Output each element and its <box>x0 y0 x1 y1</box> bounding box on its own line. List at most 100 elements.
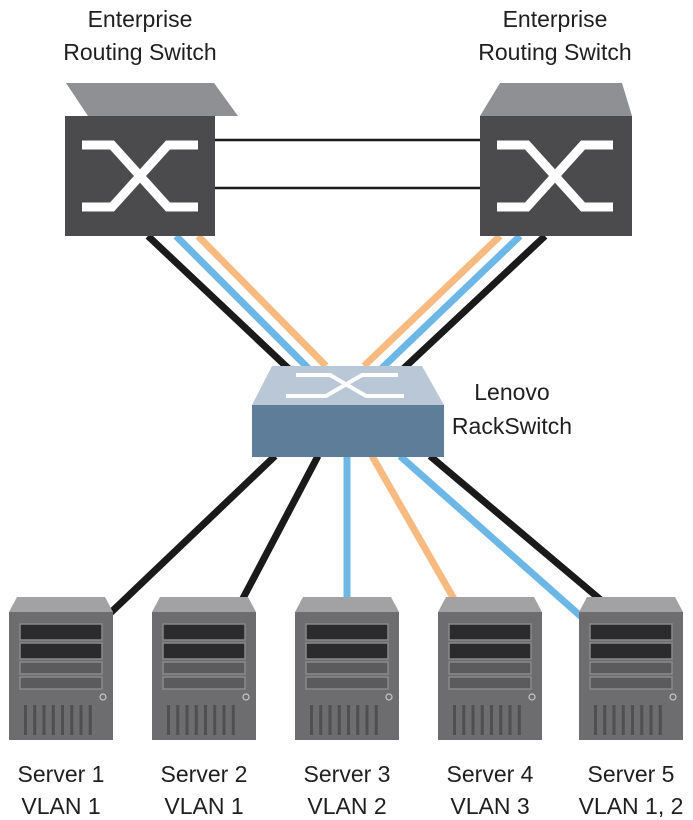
server-3-label: Server 3 <box>304 761 391 787</box>
server-vent-slot <box>612 705 616 735</box>
link-right-router-black <box>399 233 548 373</box>
link-server2-black <box>236 454 322 606</box>
router-left-label-line2: Routing Switch <box>63 39 216 65</box>
server-drive-bay <box>589 676 673 690</box>
server-vent-slot <box>649 705 653 735</box>
enterprise-routing-switch-left <box>65 83 238 236</box>
server-4-tower <box>438 597 542 740</box>
link-left-router-black <box>145 233 293 373</box>
server-drive-bay <box>589 661 673 675</box>
server-vent-slot <box>88 705 92 735</box>
server-vent-slot <box>231 705 235 735</box>
server-vent-slot <box>356 705 360 735</box>
link-right-router-blue <box>379 233 523 371</box>
server-2-label: Server 2 <box>161 761 248 787</box>
router-top-face <box>66 83 238 116</box>
router-x-icon <box>82 140 198 212</box>
server-top-face <box>579 597 683 612</box>
server-drive-bay <box>448 642 532 660</box>
server-vent-slot <box>310 705 313 735</box>
link-server5-blue <box>397 453 588 623</box>
link-left-router-blue <box>173 233 311 371</box>
server-vent-slots <box>24 705 92 735</box>
server-vent-slot <box>33 705 37 735</box>
server-top-face <box>9 597 113 612</box>
server-drive-bay <box>305 661 389 675</box>
server-vent-slot <box>328 705 332 735</box>
server-top-face <box>152 597 256 612</box>
server-drive-bay <box>448 623 532 641</box>
server-5-vlan: VLAN 1, 2 <box>579 793 684 819</box>
rackswitch-label-line2: RackSwitch <box>452 413 572 439</box>
power-led-icon <box>242 693 250 701</box>
server-vent-slot <box>70 705 74 735</box>
server-vent-slot <box>213 705 217 735</box>
server-drive-bay <box>19 642 103 660</box>
server-drive-bay <box>19 623 103 641</box>
power-led-icon <box>385 693 393 701</box>
server-vent-slot <box>185 705 189 735</box>
server-vent-slot <box>490 705 493 735</box>
server-vent-slot <box>61 705 64 735</box>
server-vent-slot <box>658 705 662 735</box>
server-drive-bay <box>19 676 103 690</box>
server-5-label: Server 5 <box>588 761 675 787</box>
server-drive-bay <box>162 623 246 641</box>
server-vent-slot <box>176 705 180 735</box>
server-1-tower <box>9 597 113 740</box>
server-vent-slot <box>24 705 27 735</box>
server-2-tower <box>152 597 256 740</box>
server-vent-slot <box>453 705 456 735</box>
server-3-vlan: VLAN 2 <box>307 793 386 819</box>
link-server5-black <box>427 453 611 609</box>
server-4-label: Server 4 <box>447 761 534 787</box>
server-vent-slot <box>51 705 55 735</box>
rackswitch-label-line1: Lenovo <box>474 379 549 405</box>
server-vent-slot <box>374 705 378 735</box>
server-drive-bay <box>305 623 389 641</box>
link-server4-orange <box>368 454 462 608</box>
network-links <box>100 138 611 623</box>
server-vent-slot <box>499 705 503 735</box>
server-vent-slot <box>594 705 597 735</box>
server-vent-slot <box>603 705 607 735</box>
server-vent-slot <box>621 705 625 735</box>
server-vent-slot <box>42 705 46 735</box>
server-drive-bay <box>448 661 532 675</box>
server-drive-bay <box>448 676 532 690</box>
enterprise-routing-switch-right <box>480 83 632 236</box>
server-vent-slots <box>310 705 378 735</box>
server-vent-slot <box>204 705 207 735</box>
server-1-vlan: VLAN 1 <box>21 793 100 819</box>
server-drive-bay <box>162 676 246 690</box>
server-vent-slot <box>365 705 369 735</box>
server-vent-slot <box>347 705 350 735</box>
router-right-label-line1: Enterprise <box>503 6 608 32</box>
server-vent-slot <box>167 705 170 735</box>
server-vent-slot <box>79 705 83 735</box>
servers <box>9 597 683 740</box>
power-led-icon <box>99 693 107 701</box>
server-vent-slot <box>319 705 323 735</box>
server-5-tower <box>579 597 683 740</box>
server-vent-slot <box>631 705 634 735</box>
link-right-router-orange <box>361 233 503 369</box>
server-vent-slot <box>508 705 512 735</box>
server-drive-bay <box>305 676 389 690</box>
server-top-face <box>438 597 542 612</box>
server-vent-slot <box>480 705 484 735</box>
switch-arrows-icon <box>286 373 404 398</box>
server-vent-slot <box>222 705 226 735</box>
link-left-router-orange <box>195 233 329 369</box>
server-1-label: Server 1 <box>18 761 105 787</box>
server-vent-slots <box>167 705 235 735</box>
server-drive-bay <box>305 642 389 660</box>
server-drive-bay <box>589 623 673 641</box>
server-drive-bay <box>19 661 103 675</box>
server-vent-slot <box>640 705 644 735</box>
server-3-tower <box>295 597 399 740</box>
server-drive-bay <box>162 642 246 660</box>
power-led-icon <box>528 693 536 701</box>
power-led-icon <box>669 693 677 701</box>
